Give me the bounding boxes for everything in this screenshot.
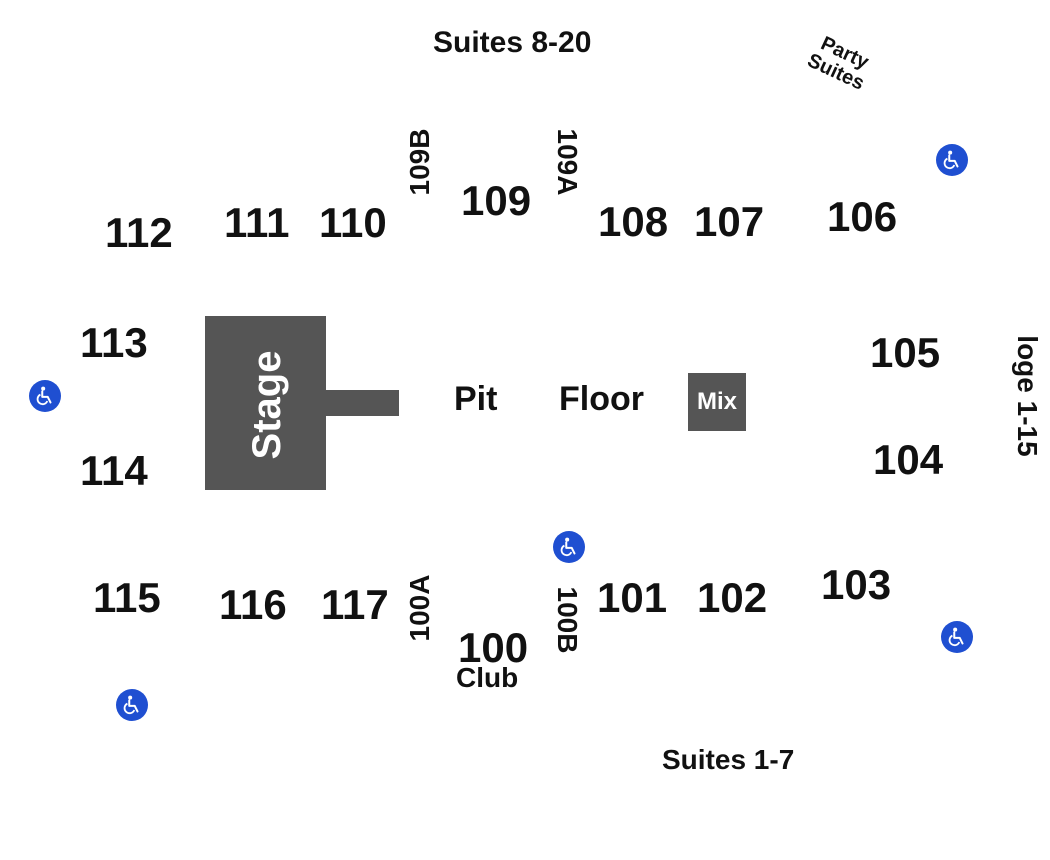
- section-104[interactable]: 104: [873, 436, 944, 483]
- section-106[interactable]: 106: [827, 193, 898, 240]
- pit-label[interactable]: Pit: [454, 380, 498, 418]
- section-109b[interactable]: 109B: [404, 128, 435, 196]
- stage-runway: [326, 390, 399, 416]
- section-100b[interactable]: 100B: [552, 586, 583, 654]
- section-107[interactable]: 107: [694, 198, 765, 245]
- section-113[interactable]: 113: [80, 319, 148, 366]
- section-109a[interactable]: 109A: [552, 128, 583, 196]
- stage: [205, 316, 326, 490]
- section-110[interactable]: 110: [319, 199, 387, 246]
- section-102[interactable]: 102: [697, 574, 768, 621]
- section-108[interactable]: 108: [598, 198, 669, 245]
- wheelchair-icon: [941, 621, 973, 653]
- wheelchair-icon: [116, 689, 148, 721]
- party-suites-label[interactable]: Party Suites: [804, 31, 876, 94]
- section-112[interactable]: 112: [105, 209, 173, 256]
- section-109[interactable]: 109: [461, 177, 532, 224]
- section-116[interactable]: 116: [219, 581, 287, 628]
- mix-booth: Mix: [688, 373, 746, 431]
- section-101[interactable]: 101: [597, 574, 668, 621]
- stage-label: Stage: [245, 350, 289, 460]
- suites-bottom-label: Suites 1-7: [662, 744, 795, 775]
- section-100[interactable]: 100: [458, 624, 529, 671]
- section-114[interactable]: 114: [80, 447, 148, 494]
- wheelchair-icon: [553, 531, 585, 563]
- section-100a[interactable]: 100A: [404, 574, 435, 642]
- section-117[interactable]: 117: [321, 581, 389, 628]
- loge-label[interactable]: loge 1-15: [1012, 335, 1043, 457]
- wheelchair-icon: [936, 144, 968, 176]
- section-111[interactable]: 111: [224, 199, 290, 246]
- section-105[interactable]: 105: [870, 329, 941, 376]
- mix-label: Mix: [696, 388, 737, 415]
- club-label: Club: [456, 662, 519, 693]
- floor-label[interactable]: Floor: [559, 380, 644, 418]
- wheelchair-icon: [29, 380, 61, 412]
- section-103[interactable]: 103: [821, 561, 892, 608]
- section-115[interactable]: 115: [93, 574, 161, 621]
- suites-top-label: Suites 8-20: [433, 26, 592, 59]
